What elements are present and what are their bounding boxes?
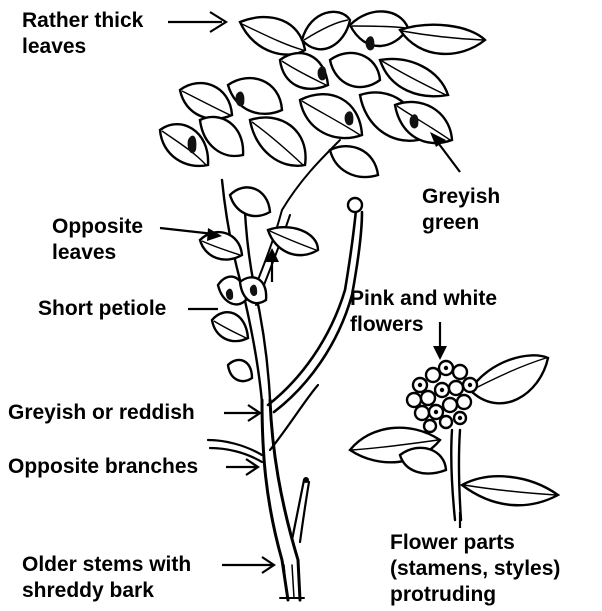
arrow-older-stems	[222, 557, 274, 573]
label-greyish-green-line2: green	[422, 210, 500, 236]
label-older-stems-line1: Older stems with	[22, 552, 191, 578]
label-older-stems-line2: shreddy bark	[22, 578, 191, 604]
arrow-opposite-leaves	[160, 228, 222, 241]
label-short-petiole: Short petiole	[38, 296, 166, 322]
label-opposite-leaves-line2: leaves	[52, 240, 143, 266]
label-flower-parts-line2: (stamens, styles)	[390, 556, 560, 582]
label-pink-white-flowers: Pink and white flowers	[350, 286, 497, 338]
upper-leaves	[160, 11, 485, 212]
label-greyish-reddish: Greyish or reddish	[8, 400, 195, 426]
label-flower-parts-line1: Flower parts	[390, 530, 560, 556]
flower-sprig	[350, 355, 558, 520]
label-thick-leaves-line2: leaves	[22, 34, 143, 60]
label-opposite-branches: Opposite branches	[8, 454, 198, 480]
label-flower-parts-line3: protruding	[390, 582, 560, 608]
arrow-opposite-branches	[226, 459, 258, 475]
label-thick-leaves-line1: Rather thick	[22, 8, 143, 34]
label-opposite-leaves: Opposite leaves	[52, 214, 143, 266]
label-pink-white-flowers-line1: Pink and white	[350, 286, 497, 312]
middle-leaves	[200, 187, 318, 381]
flower-cluster	[407, 361, 477, 432]
label-older-stems: Older stems with shreddy bark	[22, 552, 191, 604]
label-greyish-green-line1: Greyish	[422, 184, 500, 210]
label-greyish-green: Greyish green	[422, 184, 500, 236]
label-thick-leaves: Rather thick leaves	[22, 8, 143, 60]
label-flower-parts: Flower parts (stamens, styles) protrudin…	[390, 530, 560, 608]
label-opposite-leaves-line1: Opposite	[52, 214, 143, 240]
arrow-greyish-reddish	[224, 405, 260, 421]
arrow-thick-leaves	[168, 12, 226, 32]
label-pink-white-flowers-line2: flowers	[350, 312, 497, 338]
